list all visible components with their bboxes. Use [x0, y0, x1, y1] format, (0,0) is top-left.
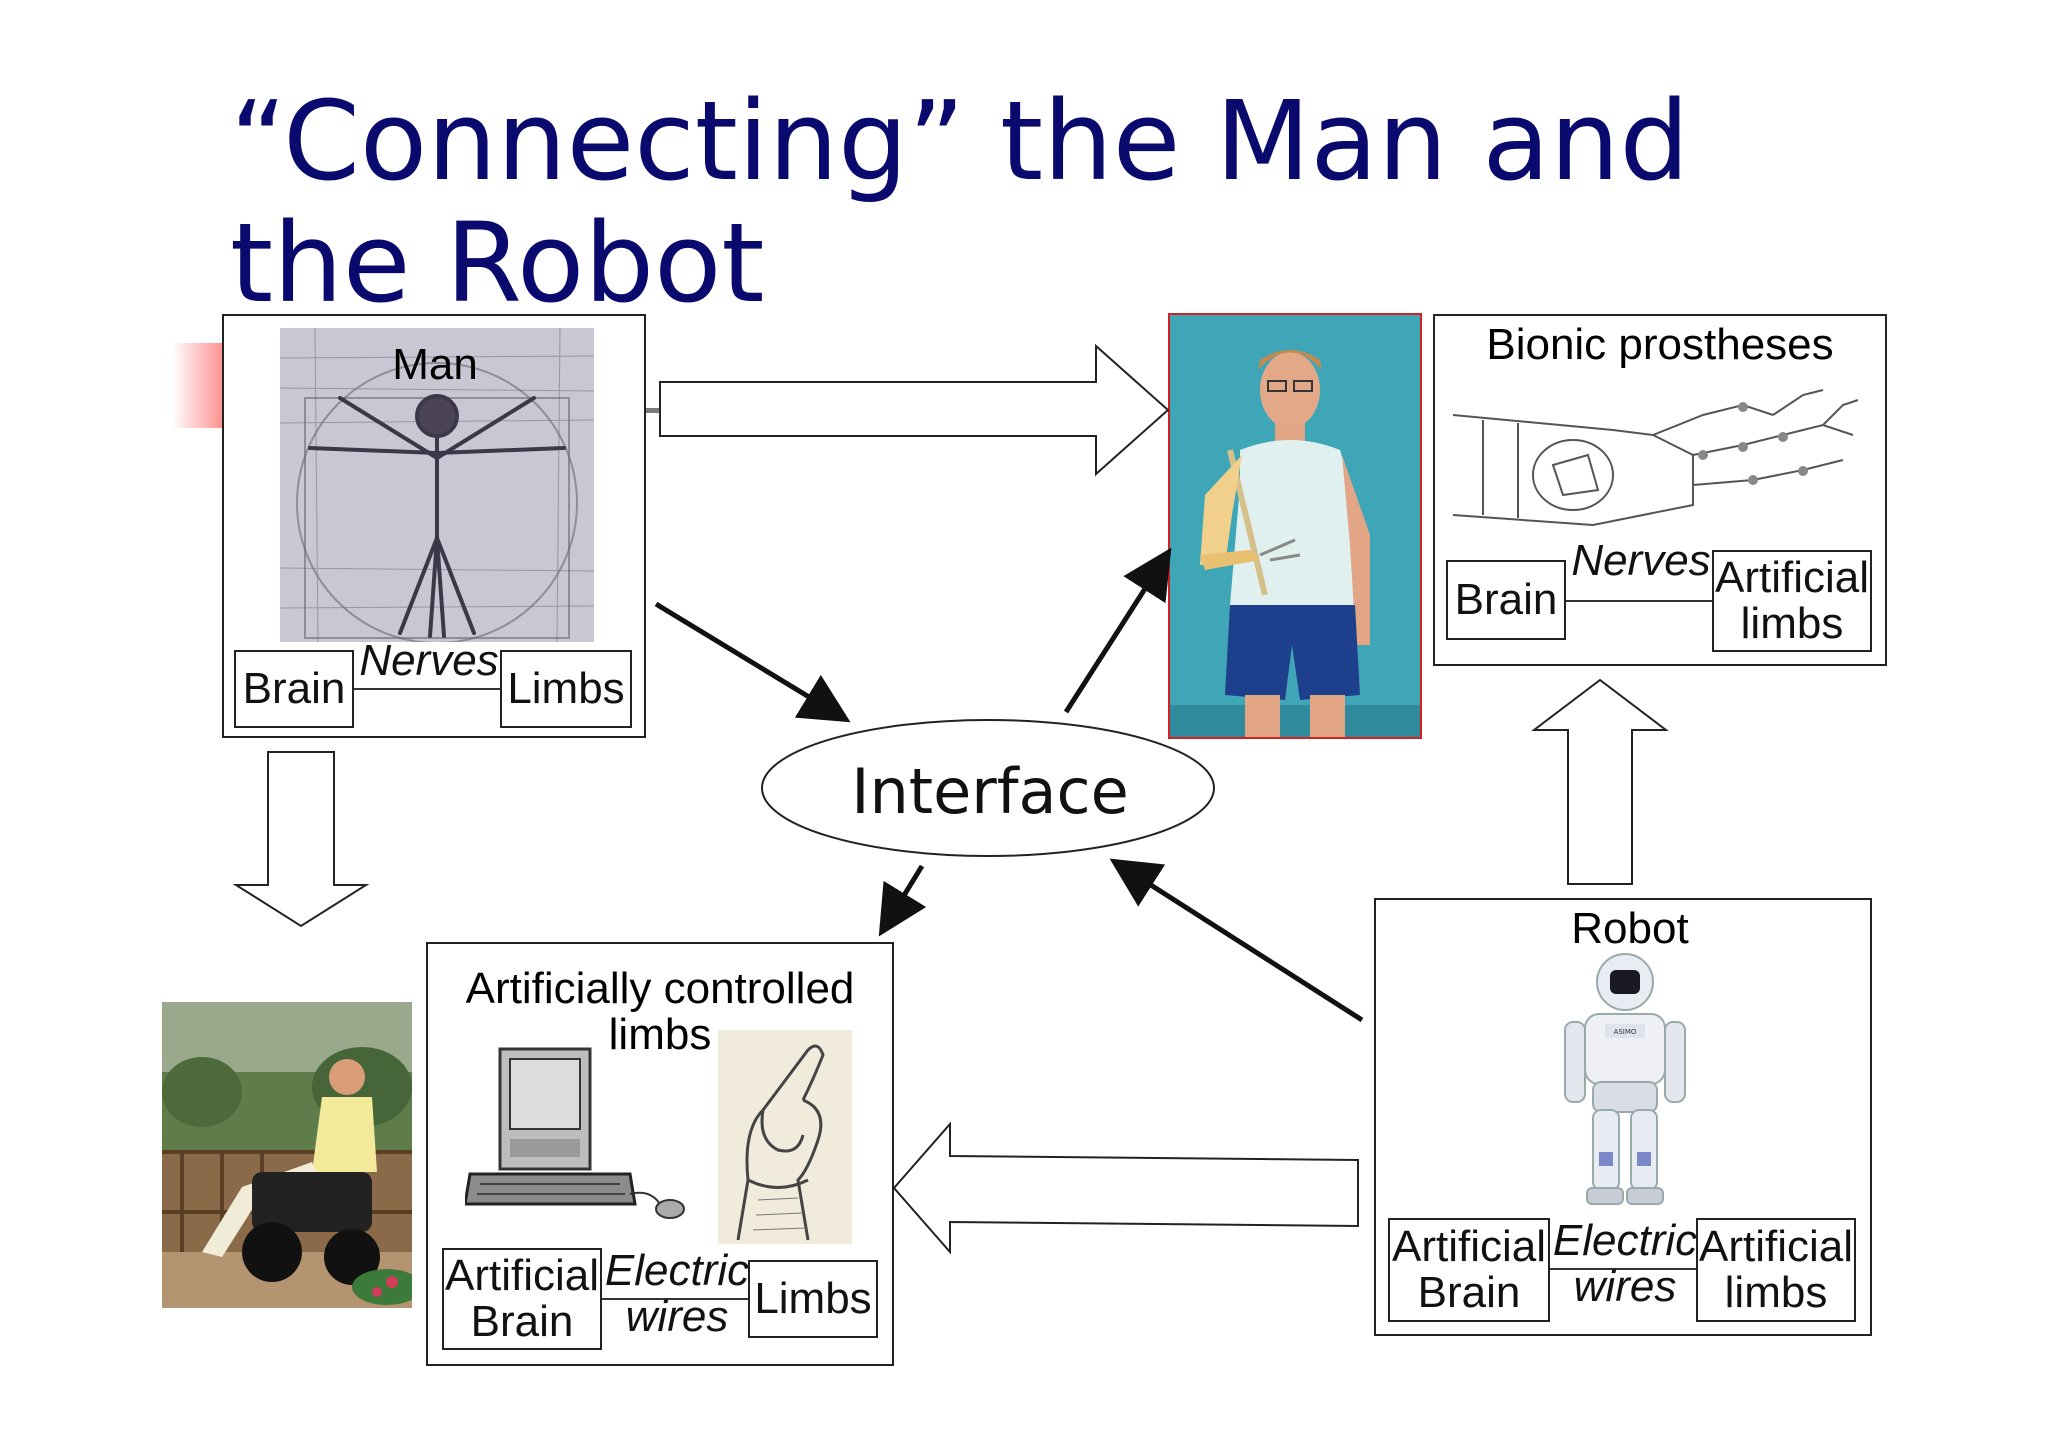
- block-arrow-robot-to-artificial-limbs: [894, 1124, 1358, 1252]
- arrow-interface-to-prosthesis: [1066, 556, 1166, 712]
- block-arrow-robot-to-bionic: [1534, 680, 1666, 884]
- block-arrow-man-to-prosthesis: [660, 346, 1168, 474]
- interface-ellipse: [762, 720, 1214, 856]
- arrow-interface-to-artificial-limbs: [884, 866, 922, 928]
- block-arrow-man-to-wheelchair: [236, 752, 366, 926]
- arrow-man-to-interface: [656, 604, 842, 717]
- arrow-robot-to-interface: [1118, 864, 1362, 1020]
